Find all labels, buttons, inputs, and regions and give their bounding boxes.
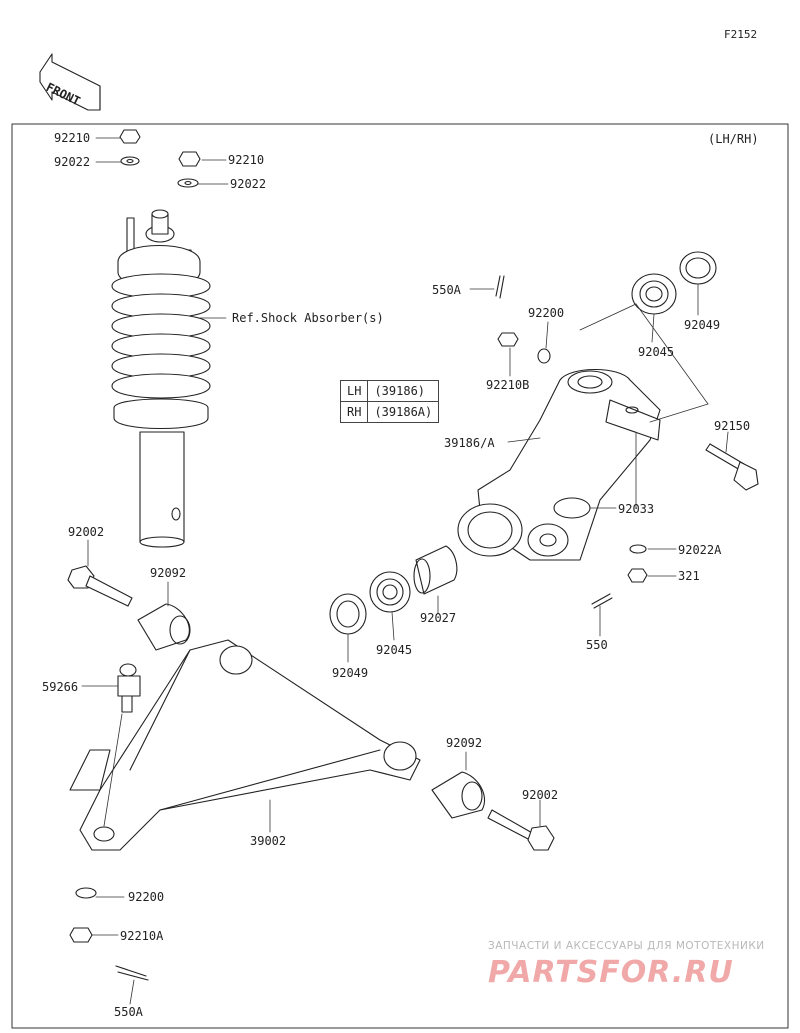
callout-92092-top[interactable]: 92092 bbox=[150, 566, 187, 580]
washer-92200-top-icon bbox=[537, 348, 551, 364]
callout-92200-bottom[interactable]: 92200 bbox=[128, 890, 165, 904]
shock-absorber-icon bbox=[111, 129, 211, 548]
ref-part-rh[interactable]: (39186A) bbox=[367, 401, 440, 423]
ref-row-rh: RH (39186A) bbox=[339, 401, 440, 423]
bolt-92002-bottom-icon bbox=[487, 809, 555, 851]
watermark-tagline: ЗАПЧАСТИ И АКСЕССУАРЫ ДЛЯ МОТОТЕХНИКИ bbox=[488, 940, 765, 952]
callout-92092-bottom[interactable]: 92092 bbox=[446, 736, 483, 750]
washer-92022A-icon bbox=[629, 544, 647, 554]
callout-550A-top[interactable]: 550A bbox=[432, 283, 461, 297]
callout-92049-bottom[interactable]: 92049 bbox=[332, 666, 369, 680]
bushing-bottom-icon bbox=[431, 771, 486, 819]
callout-92002-top[interactable]: 92002 bbox=[68, 525, 105, 539]
snap-ring-icon bbox=[553, 497, 591, 519]
nut-92210A-icon bbox=[69, 927, 93, 943]
cotter-pin-550A-top-icon bbox=[495, 275, 505, 299]
ref-row-lh: LH (39186) bbox=[339, 380, 440, 402]
callout-92150[interactable]: 92150 bbox=[714, 419, 751, 433]
diagram-code: F2152 bbox=[724, 28, 758, 41]
nut-321-icon bbox=[627, 568, 648, 583]
callout-92045-top[interactable]: 92045 bbox=[638, 345, 675, 359]
seal-top-icon bbox=[679, 251, 717, 285]
callout-39002[interactable]: 39002 bbox=[250, 834, 287, 848]
a-arm-icon bbox=[69, 639, 421, 851]
spacer-collar-icon bbox=[413, 545, 458, 595]
callout-92210A[interactable]: 92210A bbox=[120, 929, 164, 943]
callout-550[interactable]: 550 bbox=[586, 638, 608, 652]
callout-92045-bottom[interactable]: 92045 bbox=[376, 643, 413, 657]
callout-321[interactable]: 321 bbox=[678, 569, 700, 583]
bushing-top-icon bbox=[137, 603, 191, 651]
side-note: (LH/RH) bbox=[708, 132, 759, 146]
bearing-top-icon bbox=[631, 273, 677, 315]
watermark-logo: PARTSFOR.RU bbox=[488, 955, 734, 990]
callout-92033[interactable]: 92033 bbox=[618, 502, 655, 516]
nut-92210B-icon bbox=[497, 332, 519, 347]
front-arrow-icon bbox=[39, 53, 101, 111]
bolt-92002-top-icon bbox=[67, 565, 133, 607]
ref-side-rh: RH bbox=[339, 401, 369, 423]
cotter-pin-550A-bottom-icon bbox=[115, 965, 149, 981]
callout-39186A[interactable]: 39186/A bbox=[444, 436, 495, 450]
bolt-92150-icon bbox=[705, 443, 759, 491]
ref-side-lh: LH bbox=[339, 380, 369, 402]
callout-92210-mid[interactable]: 92210 bbox=[228, 153, 265, 167]
callout-92027[interactable]: 92027 bbox=[420, 611, 457, 625]
shock-ref-label[interactable]: Ref.Shock Absorber(s) bbox=[232, 311, 384, 325]
callout-92210-top[interactable]: 92210 bbox=[54, 131, 91, 145]
callout-59266[interactable]: 59266 bbox=[42, 680, 79, 694]
callout-92022A[interactable]: 92022A bbox=[678, 543, 722, 557]
ref-table: LH (39186) RH (39186A) bbox=[339, 380, 440, 423]
callout-92002-bottom[interactable]: 92002 bbox=[522, 788, 559, 802]
diagram-frame bbox=[11, 123, 789, 1029]
callout-92210B[interactable]: 92210B bbox=[486, 378, 530, 392]
ref-part-lh[interactable]: (39186) bbox=[367, 380, 440, 402]
callout-92049-top[interactable]: 92049 bbox=[684, 318, 721, 332]
seal-bottom-icon bbox=[329, 593, 367, 635]
callout-92022-mid[interactable]: 92022 bbox=[230, 177, 267, 191]
callout-92022-top[interactable]: 92022 bbox=[54, 155, 91, 169]
bearing-bottom-icon bbox=[369, 571, 411, 613]
ball-joint-icon bbox=[117, 663, 141, 713]
callout-92200-top[interactable]: 92200 bbox=[528, 306, 565, 320]
cotter-pin-550-icon bbox=[591, 593, 613, 609]
washer-92200-bottom-icon bbox=[75, 887, 97, 899]
steering-knuckle-icon bbox=[457, 368, 661, 561]
callout-550A-bottom[interactable]: 550A bbox=[114, 1005, 143, 1019]
